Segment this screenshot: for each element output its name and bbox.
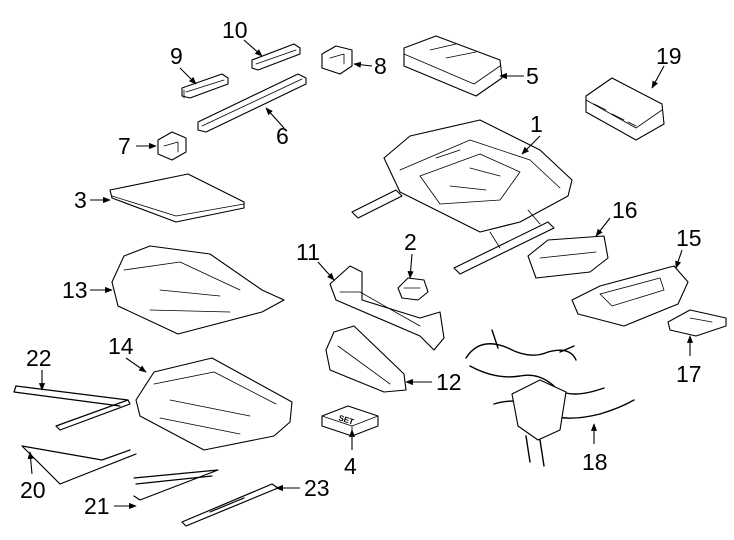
callout-10: 10 bbox=[222, 17, 248, 43]
part-23-wire-rail[interactable] bbox=[181, 483, 279, 527]
part-12-side-cover[interactable] bbox=[325, 325, 407, 393]
callout-1: 1 bbox=[530, 111, 543, 137]
part-21-wire-rail[interactable] bbox=[133, 469, 219, 501]
callout-12: 12 bbox=[436, 369, 462, 395]
part-7-clip[interactable] bbox=[157, 131, 187, 161]
part-15-side-shield[interactable] bbox=[571, 265, 689, 327]
callout-22: 22 bbox=[26, 345, 52, 371]
part-11-bracket[interactable] bbox=[329, 265, 445, 351]
callout-14: 14 bbox=[108, 333, 134, 359]
callout-13: 13 bbox=[62, 277, 88, 303]
callout-9: 9 bbox=[170, 43, 183, 69]
part-8-clip[interactable] bbox=[321, 45, 353, 75]
callout-6: 6 bbox=[276, 123, 289, 149]
part-19-control-module[interactable] bbox=[585, 77, 665, 141]
callout-20: 20 bbox=[20, 477, 46, 503]
callout-16: 16 bbox=[612, 197, 638, 223]
part-9-rail-cover[interactable] bbox=[181, 73, 229, 99]
callout-8: 8 bbox=[374, 53, 387, 79]
callout-4: 4 bbox=[344, 453, 357, 479]
part-4-hardware-set[interactable]: SET bbox=[321, 405, 379, 437]
part-3-cushion-cover[interactable] bbox=[109, 173, 245, 223]
callout-11: 11 bbox=[296, 239, 320, 265]
callout-18: 18 bbox=[582, 449, 608, 475]
callout-7: 7 bbox=[118, 133, 131, 159]
leader-lines bbox=[27, 39, 694, 510]
part-20-wire-rail[interactable] bbox=[21, 445, 137, 485]
callout-2: 2 bbox=[404, 229, 417, 255]
callout-labels: 1 2 3 4 5 6 7 8 9 10 11 12 13 14 15 16 1… bbox=[20, 17, 702, 519]
part-22-wire-rail[interactable] bbox=[13, 385, 131, 431]
part-16-connector[interactable] bbox=[527, 235, 609, 279]
callout-23: 23 bbox=[304, 475, 330, 501]
part-10-rail-cover[interactable] bbox=[251, 43, 301, 71]
part-17-switch[interactable] bbox=[667, 309, 727, 337]
callout-19: 19 bbox=[656, 43, 682, 69]
part-2-motor[interactable] bbox=[397, 277, 429, 301]
callout-5: 5 bbox=[526, 63, 539, 89]
callout-15: 15 bbox=[676, 225, 702, 251]
callout-3: 3 bbox=[74, 187, 87, 213]
part-14-cushion-pad[interactable] bbox=[135, 357, 293, 451]
part-18-wire-harness[interactable] bbox=[465, 329, 635, 467]
part-6-trim-strip[interactable] bbox=[197, 73, 307, 133]
part-13-cushion-foam[interactable] bbox=[111, 245, 285, 335]
part-5-cushion-pad[interactable] bbox=[403, 35, 503, 97]
callout-17: 17 bbox=[676, 361, 702, 387]
callout-21: 21 bbox=[84, 493, 110, 519]
